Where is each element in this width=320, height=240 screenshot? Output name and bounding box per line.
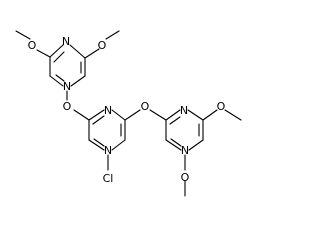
bond <box>165 109 181 121</box>
bond <box>187 109 204 121</box>
bond <box>49 44 64 58</box>
atom-label: O <box>217 100 226 113</box>
bond <box>149 109 167 121</box>
bond <box>53 51 65 63</box>
bond <box>105 30 120 40</box>
bond <box>202 109 218 121</box>
bond <box>170 138 182 147</box>
atom-label: N <box>104 104 112 117</box>
bond <box>93 138 105 147</box>
bond <box>224 109 242 121</box>
atom-label: O <box>28 39 37 52</box>
bond <box>36 49 51 58</box>
bond <box>88 109 105 121</box>
bond <box>92 115 105 125</box>
bond <box>188 139 204 151</box>
bond <box>111 139 126 151</box>
bond <box>15 30 31 40</box>
atom-label: O <box>181 171 190 184</box>
bond <box>73 109 90 121</box>
bond <box>70 75 86 87</box>
bond <box>111 109 126 121</box>
bond <box>84 48 100 59</box>
molecule-structure: N O O N O N O N Cl N O N O <box>15 30 242 197</box>
bonds <box>15 30 242 197</box>
bond <box>88 139 105 151</box>
atom-label: O <box>63 100 72 113</box>
atom-label: O <box>141 100 150 113</box>
atom-label: N <box>62 35 70 48</box>
bond <box>169 116 181 125</box>
atom-label: O <box>98 39 107 52</box>
atom-label: N <box>180 104 188 117</box>
atom-label: N <box>104 144 112 157</box>
bond <box>69 44 86 59</box>
bond <box>55 74 65 82</box>
atom-label: N <box>63 80 71 93</box>
atom-labels: N O O N O N O N Cl N O N O <box>28 35 226 185</box>
atom-label: Cl <box>103 172 114 185</box>
atom-label: N <box>181 144 189 157</box>
bond <box>165 139 182 151</box>
bond <box>124 109 141 121</box>
bond <box>49 75 64 87</box>
